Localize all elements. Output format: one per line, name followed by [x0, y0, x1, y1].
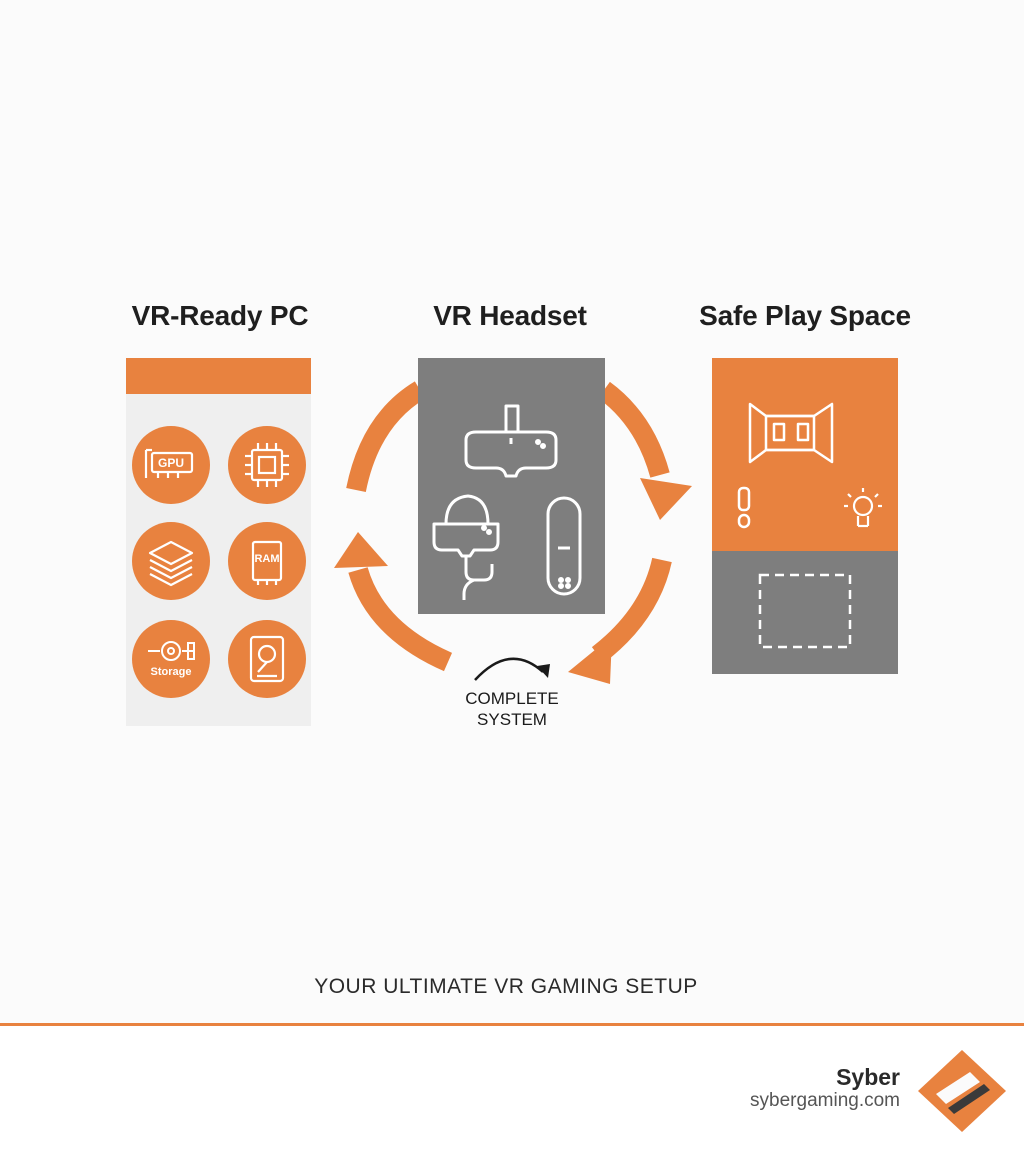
play-space-illustrations — [737, 402, 882, 529]
arrow-bottom-left — [348, 566, 453, 672]
complete-system-line1: COMPLETE — [465, 689, 559, 708]
arrowhead-left — [334, 532, 388, 568]
vr-goggles-icon — [464, 404, 558, 478]
graphics-card-icon — [144, 448, 194, 478]
layers-stack-icon — [148, 540, 194, 587]
cpu-chip-icon — [245, 443, 289, 487]
ram-label: RAM — [254, 553, 280, 565]
tagline: YOUR ULTIMATE VR GAMING SETUP — [314, 975, 698, 998]
controller-icon — [546, 496, 582, 596]
arrowhead-bottom — [568, 636, 612, 684]
arrow-top-right — [597, 381, 670, 478]
headset-illustrations — [432, 404, 582, 600]
play-space-top — [712, 358, 898, 551]
gpu-label: GPU — [157, 456, 184, 470]
ram-badge: RAM — [228, 522, 306, 600]
storage-label: Storage — [150, 666, 192, 678]
alert-icon — [737, 486, 751, 529]
hard-drive-icon — [249, 635, 285, 683]
headset-column-title: VR Headset — [433, 300, 587, 331]
complete-system-curve-icon — [474, 657, 550, 681]
space-column-title: Safe Play Space — [699, 300, 911, 331]
lightbulb-icon — [844, 488, 882, 528]
arrow-top-left — [346, 381, 426, 493]
cooling-fan-icon — [148, 641, 195, 661]
syber-logo-icon — [918, 1050, 1006, 1132]
headset-panel — [418, 358, 605, 614]
site-link[interactable]: sybergaming.com — [750, 1090, 900, 1111]
ram-module-icon — [251, 540, 283, 585]
drive-badge — [228, 620, 306, 698]
layers-badge — [132, 522, 210, 600]
cpu-badge — [228, 426, 306, 504]
brand-name: Syber — [836, 1064, 900, 1090]
footer — [0, 1026, 1024, 1154]
gpu-badge: GPU — [132, 426, 210, 504]
complete-system-label: COMPLETE SYSTEM — [440, 688, 584, 730]
play-area-dashed-icon — [758, 573, 852, 649]
play-space-bottom — [712, 551, 898, 674]
footer-divider — [0, 1023, 1024, 1026]
play-space-panel — [712, 358, 898, 674]
pc-panel-header-bar — [126, 358, 311, 394]
complete-system-line2: SYSTEM — [477, 710, 547, 729]
arrowhead-top-right — [640, 478, 692, 520]
room-boundary-icon — [748, 402, 834, 464]
storage-badge: Storage — [132, 620, 210, 698]
tethered-headset-icon — [432, 494, 500, 600]
pc-column-title: VR-Ready PC — [131, 300, 309, 331]
pc-components-panel: GPU — [126, 358, 311, 726]
